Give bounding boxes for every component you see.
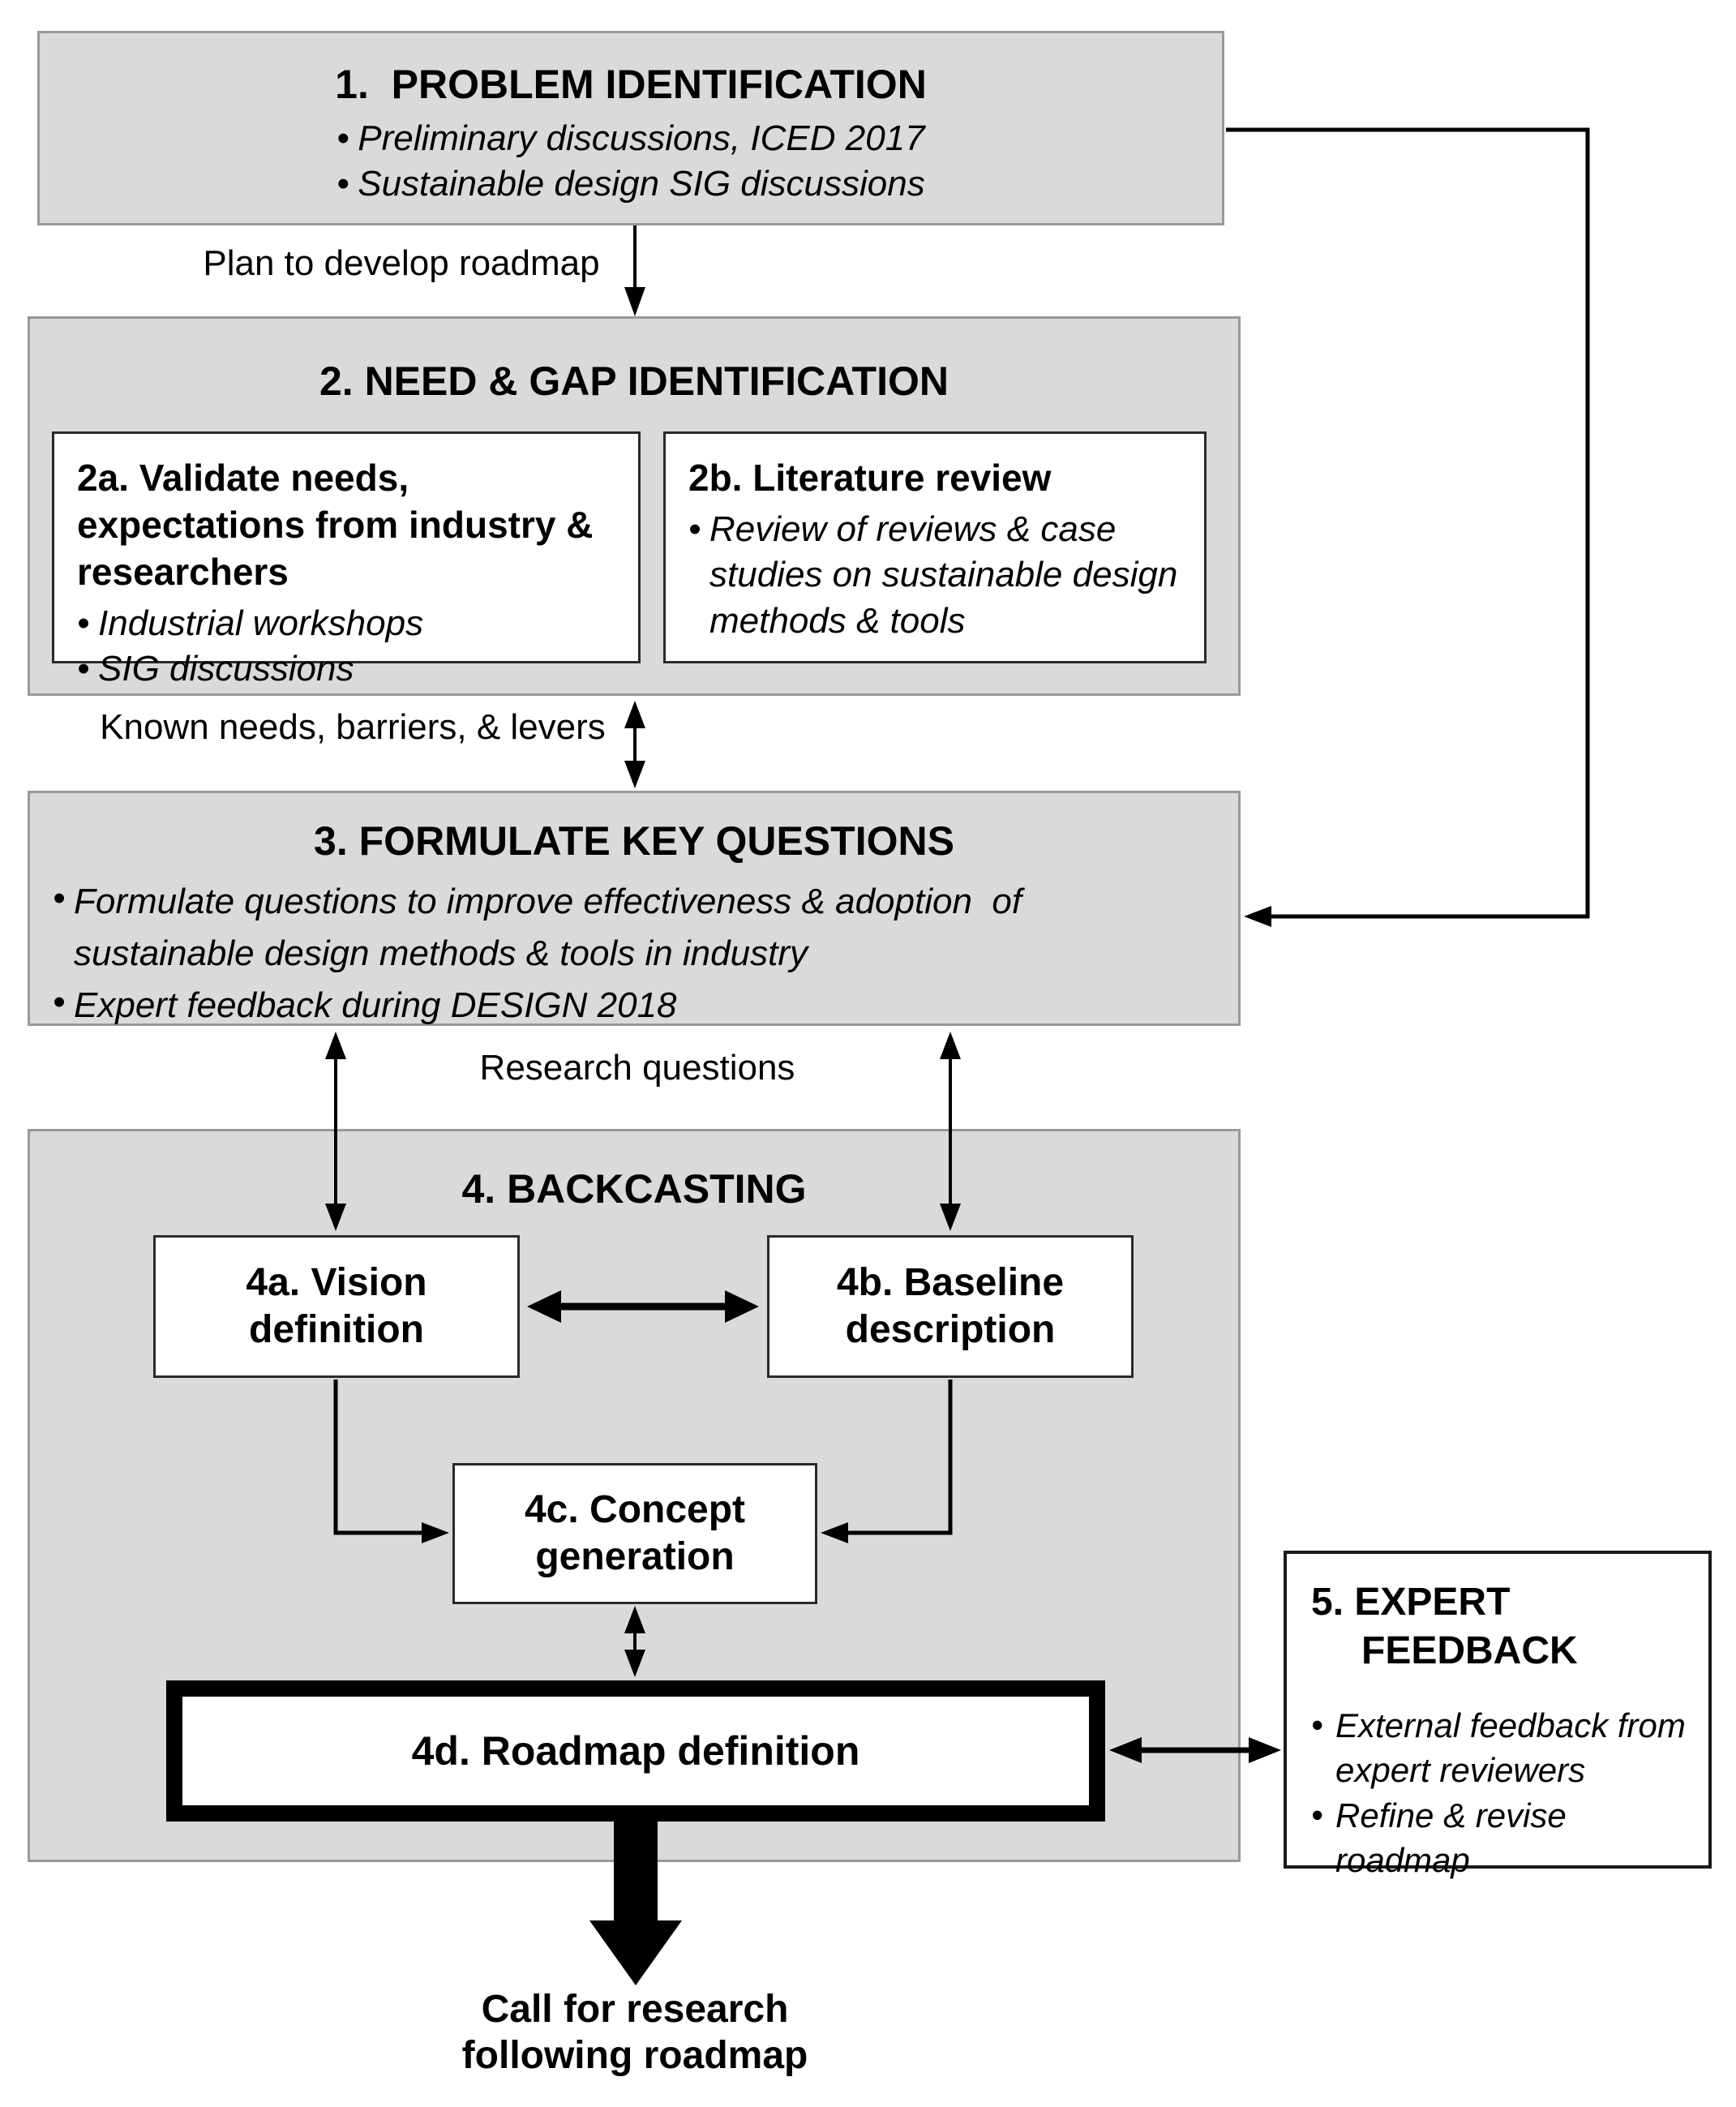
arrowhead-down-step3 (624, 761, 645, 788)
bullet-icon: • (77, 603, 90, 643)
list-item: • External feedback from expert reviewer… (1311, 1703, 1687, 1793)
arrowhead-up-step2 (624, 701, 645, 728)
step4a-title: 4a. Vision definition (246, 1261, 427, 1351)
bullet-icon: • (53, 878, 66, 918)
step4d-card: 4d. Roadmap definition (166, 1680, 1105, 1822)
step2b-title: 2b. Literature review (688, 457, 1052, 499)
bullet-icon: • (688, 509, 701, 549)
arrowhead-down-step2 (624, 287, 645, 316)
step3-title: 3. FORMULATE KEY QUESTIONS (314, 818, 954, 864)
step1-bullets: • Preliminary discussions, ICED 2017 • S… (40, 108, 1222, 208)
feedback-loop-line (1226, 127, 1590, 919)
arrowhead-up-step3-right (940, 1032, 961, 1059)
step4b-card: 4b. Baseline description (767, 1235, 1134, 1378)
bullet-icon: • (336, 118, 349, 158)
label-known-needs: Known needs, barriers, & levers (100, 707, 606, 747)
step5-card: 5. EXPERT FEEDBACK • External feedback f… (1284, 1551, 1712, 1879)
step4b-title: 4b. Baseline description (836, 1261, 1065, 1351)
arrowhead-right-step5 (1249, 1737, 1281, 1763)
list-item: • Review of reviews & case studies on su… (688, 507, 1188, 644)
step2a-title: 2a. Validate needs, expectations from in… (77, 457, 604, 593)
thick-arrow-head (589, 1920, 682, 1985)
arrowhead-up-step3-left (325, 1032, 346, 1059)
step4a-card: 4a. Vision definition (153, 1235, 520, 1378)
step5-title: 5. EXPERT FEEDBACK (1311, 1581, 1578, 1672)
step2b-card: 2b. Literature review • Review of review… (663, 431, 1207, 663)
step1-panel: 1. PROBLEM IDENTIFICATION • Preliminary … (37, 31, 1224, 225)
list-item: • SIG discussions (77, 646, 617, 692)
list-item: • Preliminary discussions, ICED 2017 (336, 116, 925, 161)
list-item: • Industrial workshops (77, 601, 617, 646)
step3-panel: 3. FORMULATE KEY QUESTIONS • Formulate q… (28, 791, 1241, 1026)
list-item: • Sustainable design SIG discussions (336, 161, 925, 207)
step4-title: 4. BACKCASTING (461, 1166, 807, 1212)
label-research-questions: Research questions (479, 1048, 795, 1088)
bullet-icon: • (53, 981, 66, 1022)
bullet-icon: • (1311, 1706, 1323, 1744)
arrowhead-feedback-into-step3 (1244, 906, 1271, 927)
label-call-for-research: Call for research following roadmap (461, 1988, 808, 2077)
bullet-icon: • (77, 649, 90, 689)
bullet-icon: • (1311, 1795, 1323, 1834)
label-plan-to-develop-roadmap: Plan to develop roadmap (203, 243, 600, 283)
step4c-title: 4c. Concept generation (524, 1488, 746, 1578)
step2-title: 2. NEED & GAP IDENTIFICATION (319, 358, 949, 404)
step2a-card: 2a. Validate needs, expectations from in… (52, 431, 641, 689)
list-item: • Expert feedback during DESIGN 2018 (53, 980, 1099, 1032)
bullet-icon: • (336, 164, 349, 204)
step1-title: 1. PROBLEM IDENTIFICATION (335, 62, 927, 107)
step4c-card: 4c. Concept generation (452, 1463, 817, 1604)
list-item: • Formulate questions to improve effecti… (53, 876, 1099, 980)
step4d-title: 4d. Roadmap definition (411, 1728, 860, 1774)
list-item: • Refine & revise roadmap (1311, 1793, 1687, 1883)
